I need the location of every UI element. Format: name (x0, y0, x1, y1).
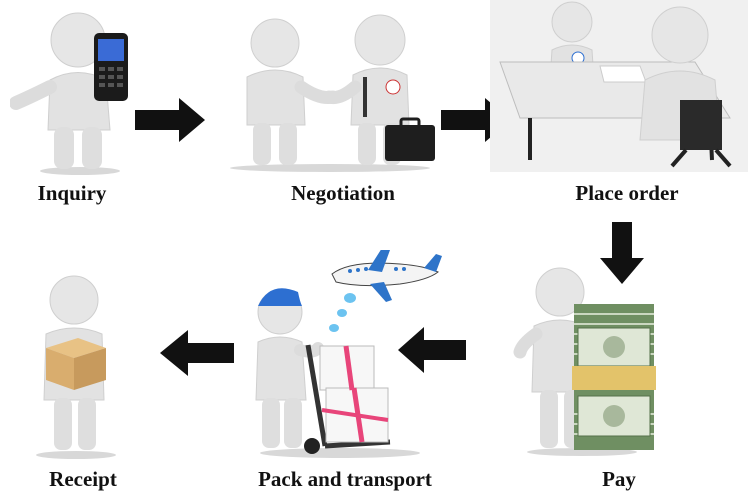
office-chair-icon (670, 100, 732, 168)
step-label-pack-and-transport: Pack and transport (258, 467, 432, 491)
person-phone-illustration (10, 12, 128, 175)
step-inquiry (10, 5, 145, 175)
cash-stack-icon (572, 304, 656, 450)
arrow-left-icon (160, 330, 234, 376)
handshake-illustration (230, 14, 435, 172)
step-label-receipt: Receipt (49, 467, 117, 491)
mobile-phone-icon (94, 33, 128, 101)
step-pay (512, 262, 662, 457)
arrow-down-icon (600, 222, 644, 284)
desk-meeting-illustration (490, 0, 748, 172)
airplane-icon (331, 250, 442, 302)
cardboard-box-icon (46, 338, 106, 390)
arrow-right-icon (135, 98, 205, 142)
hand-truck-icon (304, 344, 391, 454)
briefcase-icon (385, 117, 435, 161)
step-negotiation (215, 5, 445, 175)
step-receipt (18, 270, 128, 460)
step-label-place-order: Place order (575, 181, 679, 205)
step-label-inquiry: Inquiry (37, 181, 107, 205)
person-cash-illustration (513, 267, 656, 456)
package-boxes-icon (319, 345, 389, 443)
arrow-left-icon (398, 327, 466, 373)
step-label-negotiation: Negotiation (291, 181, 395, 205)
person-box-illustration (36, 275, 116, 459)
step-label-pay: Pay (602, 467, 636, 491)
step-place-order (490, 0, 748, 172)
cap-icon (258, 288, 302, 306)
delivery-illustration (255, 250, 442, 458)
step-pack-and-transport (250, 250, 450, 460)
